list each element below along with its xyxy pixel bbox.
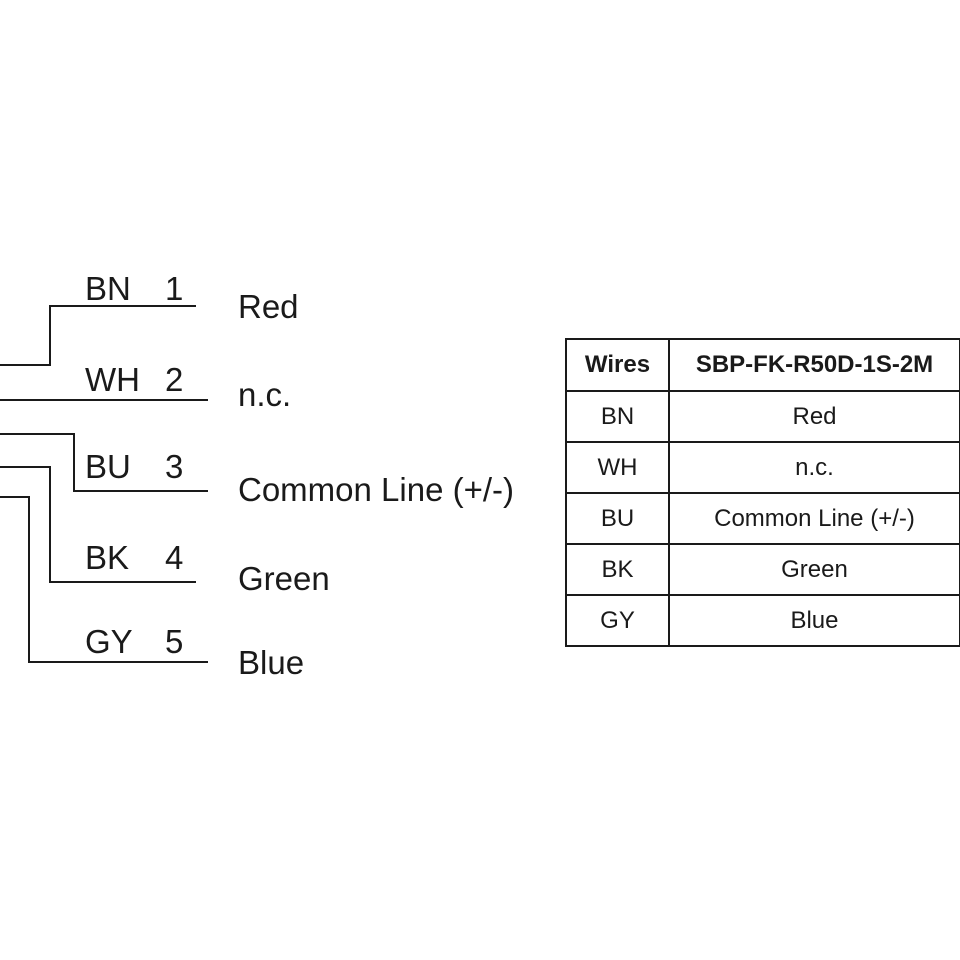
- signal-cell: Red: [668, 390, 960, 443]
- table-row: BK Green: [565, 543, 960, 596]
- signal-cell: Blue: [668, 594, 960, 647]
- wire-code-label: GY: [85, 623, 133, 660]
- wire-pin-label: 5: [165, 623, 183, 660]
- wire-code-label: BK: [85, 539, 129, 576]
- wire-signal-label: Common Line (+/-): [238, 471, 514, 508]
- wire-pin-label: 3: [165, 448, 183, 485]
- wire-signal-label: Red: [238, 288, 299, 325]
- table-row: WH n.c.: [565, 441, 960, 494]
- table-row: BU Common Line (+/-): [565, 492, 960, 545]
- wire-pin-label: 4: [165, 539, 183, 576]
- wire-line-gy: [0, 496, 208, 663]
- wires-column-header: Wires: [565, 338, 670, 392]
- wire-code-label: BN: [85, 270, 131, 307]
- wire-code-cell: GY: [565, 594, 670, 647]
- table-header-row: Wires SBP-FK-R50D-1S-2M: [565, 338, 960, 392]
- wire-code-cell: BK: [565, 543, 670, 596]
- wire-line-bk: [0, 466, 196, 583]
- wire-code-cell: BN: [565, 390, 670, 443]
- wire-code-label: WH: [85, 361, 140, 398]
- table-row: BN Red: [565, 390, 960, 443]
- wire-signal-label: Blue: [238, 644, 304, 681]
- wires-table: Wires SBP-FK-R50D-1S-2M BN Red WH n.c. B…: [565, 338, 960, 647]
- wire-line-bu: [0, 433, 208, 492]
- wire-code-cell: BU: [565, 492, 670, 545]
- wire-signal-label: Green: [238, 560, 330, 597]
- signal-cell: Common Line (+/-): [668, 492, 960, 545]
- wire-pin-label: 1: [165, 270, 183, 307]
- wire-signal-label: n.c.: [238, 376, 291, 413]
- signal-cell: n.c.: [668, 441, 960, 494]
- model-column-header: SBP-FK-R50D-1S-2M: [668, 338, 960, 392]
- wire-line-bn: [0, 305, 196, 366]
- wire-code-cell: WH: [565, 441, 670, 494]
- signal-cell: Green: [668, 543, 960, 596]
- table-row: GY Blue: [565, 594, 960, 647]
- wire-code-label: BU: [85, 448, 131, 485]
- wire-pin-label: 2: [165, 361, 183, 398]
